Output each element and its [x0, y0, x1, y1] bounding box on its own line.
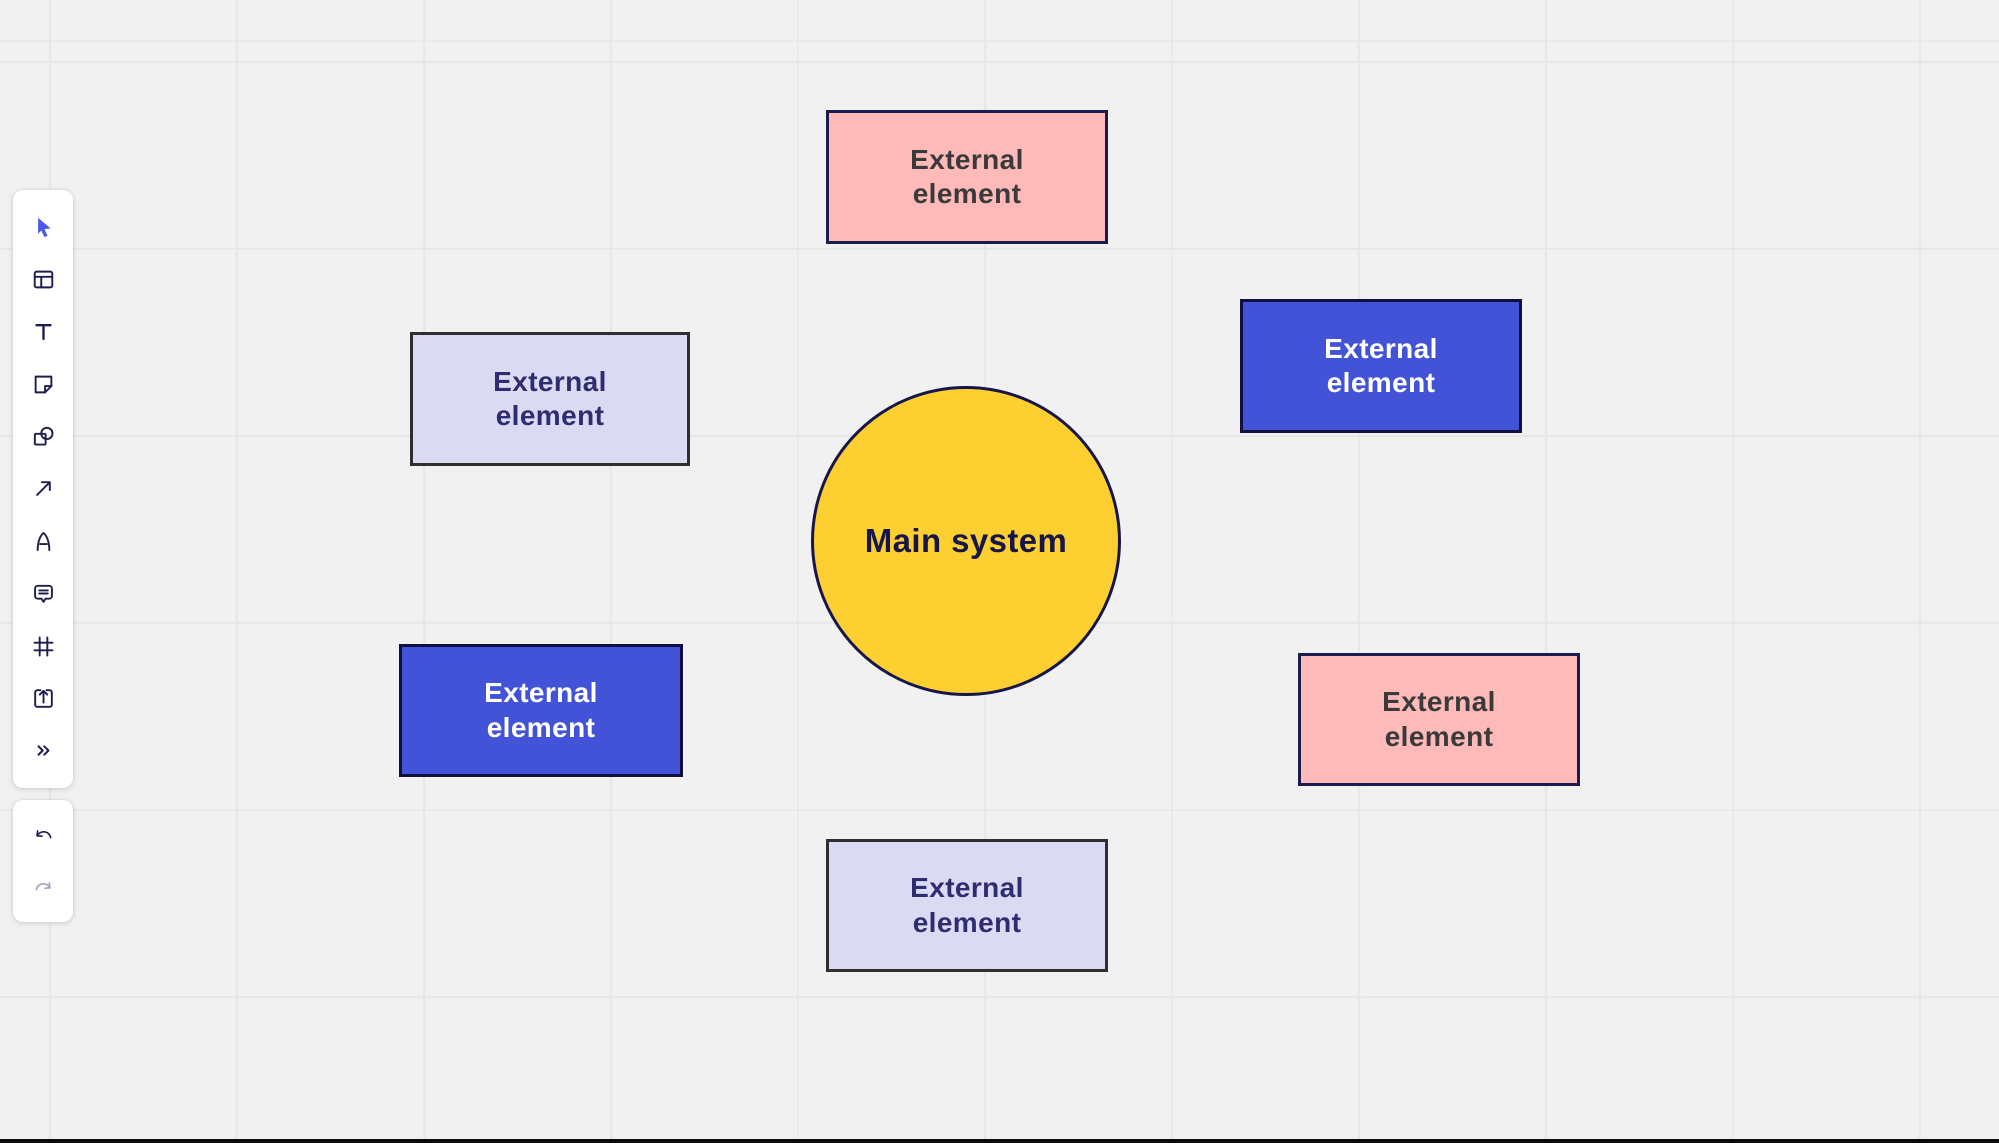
shape-label: External element [484, 677, 598, 743]
frame-icon [30, 633, 57, 660]
text-icon [30, 318, 57, 345]
shape-node-main-system[interactable]: Main system [811, 386, 1121, 696]
templates-icon [30, 266, 57, 293]
shapes-icon [30, 423, 57, 450]
redo-icon [32, 876, 55, 899]
history-toolbar [13, 800, 73, 922]
toolbar [13, 190, 73, 788]
more-tools-icon [32, 739, 55, 762]
tool-shapes-button[interactable] [21, 415, 65, 459]
shape-node-external-lower-right[interactable]: External element [1298, 653, 1580, 786]
tool-comment-button[interactable] [21, 572, 65, 616]
pen-icon [30, 528, 57, 555]
tool-templates-button[interactable] [21, 257, 65, 301]
shape-label: External element [910, 872, 1024, 938]
shape-node-external-top[interactable]: External element [826, 110, 1108, 244]
tool-more-tools-button[interactable] [21, 729, 65, 773]
tool-frame-button[interactable] [21, 624, 65, 668]
shape-node-external-upper-left[interactable]: External element [410, 332, 690, 466]
undo-icon [32, 824, 55, 847]
shape-node-external-upper-right[interactable]: External element [1240, 299, 1522, 433]
upload-icon [30, 685, 57, 712]
comment-icon [30, 580, 57, 607]
tool-select-button[interactable] [21, 205, 65, 249]
shape-label: Main system [864, 522, 1068, 559]
shape-node-external-lower-left[interactable]: External element [399, 644, 683, 777]
window-bottom-edge [0, 1139, 1999, 1143]
tool-text-button[interactable] [21, 310, 65, 354]
shape-label: External element [1324, 332, 1438, 398]
shape-node-external-bottom[interactable]: External element [826, 839, 1108, 972]
cursor-icon [30, 214, 57, 241]
arrow-icon [30, 475, 57, 502]
shape-label: External element [1382, 686, 1496, 752]
shape-label: External element [493, 365, 607, 431]
tool-connector-button[interactable] [21, 467, 65, 511]
tool-redo-button[interactable] [21, 865, 65, 909]
tool-upload-button[interactable] [21, 677, 65, 721]
shape-label: External element [910, 143, 1024, 209]
sticky-note-icon [30, 371, 57, 398]
tool-sticky-note-button[interactable] [21, 362, 65, 406]
tool-pen-button[interactable] [21, 519, 65, 563]
tool-undo-button[interactable] [21, 813, 65, 857]
